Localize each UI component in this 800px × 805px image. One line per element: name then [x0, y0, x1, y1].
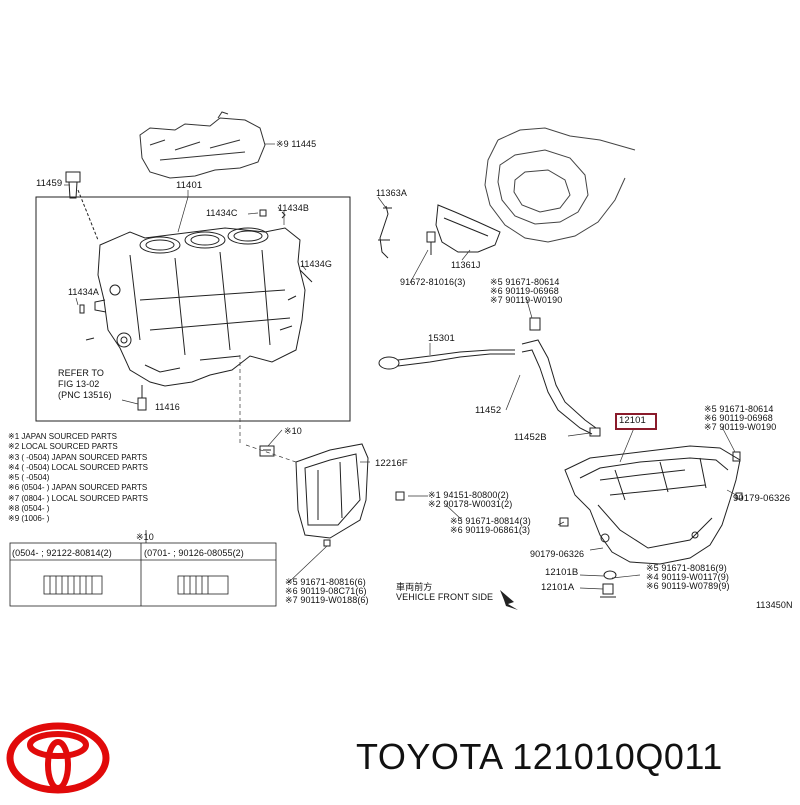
fastener-b-2: ※6 90119-06968	[704, 413, 773, 423]
label-91672: 91672-81016(3)	[400, 277, 466, 287]
label-11445: ※9 11445	[276, 139, 317, 149]
brand-part-number: TOYOTA 121010Q011	[356, 736, 723, 777]
label-11452: 11452	[475, 405, 502, 416]
sourcing-notes: ※1 JAPAN SOURCED PARTS ※2 LOCAL SOURCED …	[8, 432, 148, 525]
toyota-logo-icon	[6, 722, 110, 794]
label-11401: 11401	[176, 180, 203, 191]
fastener-e-2: ※4 90119-W0117(9)	[646, 572, 729, 582]
label-11434c: 11434C	[206, 208, 238, 218]
fastener-e-3: ※6 90119-W0789(9)	[646, 581, 730, 591]
label-11434a: 11434A	[68, 287, 99, 297]
label-11434g: 11434G	[300, 259, 332, 269]
label-11363a: 11363A	[376, 188, 407, 198]
label-90179-a: 90179-06326	[733, 493, 791, 504]
fastener-b-1: ※5 91671-80614	[704, 404, 774, 414]
note-line: ※5 ( -0504)	[8, 473, 50, 483]
note-line: ※8 (0504- )	[8, 504, 50, 514]
leader-lines	[64, 143, 739, 590]
fastener-a-3: ※7 90119-W0190	[490, 295, 563, 305]
guide-11452-drawing	[521, 317, 601, 437]
fastener-f-2: ※6 90119-08C71(6)	[285, 586, 367, 596]
refer-line-2: FIG 13-02	[58, 379, 100, 389]
vehicle-front-en: VEHICLE FRONT SIDE	[396, 592, 494, 602]
label-11416: 11416	[155, 402, 180, 412]
engine-block-drawing	[94, 227, 306, 387]
bolt-90179-drawing	[732, 451, 741, 462]
label-12101b: 12101B	[545, 567, 579, 578]
fastener-d-1: ※5 91671-80814(3)	[450, 516, 531, 526]
fastener-d-2: ※6 90119-06861(3)	[450, 525, 531, 535]
label-mark-10: ※10	[284, 426, 302, 436]
stud-10-drawing	[259, 445, 275, 457]
note-line: ※1 JAPAN SOURCED PARTS	[8, 432, 117, 441]
vehicle-front-jp: 車両前方	[396, 582, 433, 592]
dashed-guides	[239, 355, 297, 463]
label-12101a: 12101A	[541, 582, 575, 593]
label-11361j: 11361J	[451, 260, 481, 270]
fastener-e-1: ※5 91671-80816(9)	[646, 563, 727, 573]
fastener-b-3: ※7 90119-W0190	[704, 422, 777, 432]
note-line: ※7 (0804- ) LOCAL SOURCED PARTS	[8, 493, 148, 503]
alternate-parts-table	[9, 530, 277, 607]
figure-number: 113450N	[756, 600, 793, 610]
label-11452b: 11452B	[514, 432, 547, 443]
label-90179-b: 90179-06326	[530, 549, 585, 559]
highlighted-part-box	[615, 413, 657, 430]
label-12216f: 12216F	[375, 458, 408, 469]
label-15301: 15301	[428, 333, 455, 344]
vehicle-front-arrow-icon	[500, 590, 518, 610]
block-frame	[35, 196, 351, 422]
table-mark: ※10	[136, 532, 154, 542]
plate-11361j-drawing	[426, 204, 501, 255]
fastener-a-2: ※6 90119-06968	[490, 286, 559, 296]
block-bolts-drawing	[79, 209, 313, 411]
label-12101: 12101	[619, 415, 646, 426]
note-line: ※4 ( -0504) LOCAL SOURCED PARTS	[8, 462, 148, 472]
dipstick-15301-drawing	[378, 349, 515, 370]
fastener-f-1: ※5 91671-80816(6)	[285, 577, 366, 587]
refer-line-3: (PNC 13516)	[58, 390, 112, 400]
fastener-c-1: ※1 94151-80800(2)	[428, 490, 509, 500]
transmission-housing-drawing	[484, 127, 636, 243]
label-11459: 11459	[36, 178, 63, 189]
note-line: ※3 ( -0504) JAPAN SOURCED PARTS	[8, 452, 148, 462]
note-line: ※9 (1006- )	[8, 514, 50, 524]
oil-pan-drawing	[559, 445, 741, 565]
note-line: ※6 (0504- ) JAPAN SOURCED PARTS	[8, 483, 148, 493]
table-left-header: (0504- ; 92122-80814(2)	[12, 548, 112, 558]
fastener-c-2: ※2 90178-W0031(2)	[428, 499, 513, 509]
refer-line-1: REFER TO	[58, 368, 104, 378]
drain-plug-drawing	[600, 570, 617, 598]
table-right-header: (0701- ; 90126-08055(2)	[144, 548, 244, 558]
fastener-f-3: ※7 90119-W0188(6)	[285, 595, 369, 605]
engine-cover-drawing	[139, 111, 266, 179]
bolt-11459-drawing	[65, 171, 99, 241]
plate-12216f-drawing	[295, 443, 405, 547]
bracket-11363a-drawing	[378, 205, 392, 259]
note-line: ※2 LOCAL SOURCED PARTS	[8, 442, 118, 452]
fastener-a-1: ※5 91671-80614	[490, 277, 560, 287]
label-11434b: 11434B	[278, 203, 309, 213]
